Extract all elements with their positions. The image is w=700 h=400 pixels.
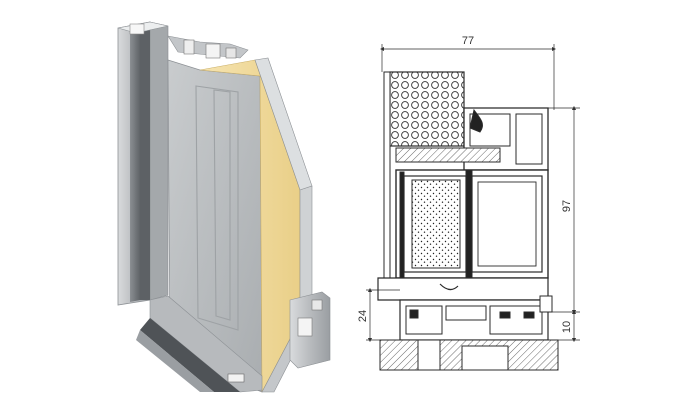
leaf-face-sheet bbox=[383, 71, 391, 283]
label-total-width: 77 bbox=[462, 35, 474, 47]
dimension-total-width bbox=[379, 44, 557, 110]
door-profile-render bbox=[117, 21, 331, 393]
frame-profile bbox=[117, 21, 169, 306]
label-threshold-height: 24 bbox=[357, 310, 369, 322]
dimension-bottom-offset bbox=[548, 309, 580, 343]
dimension-threshold-height bbox=[366, 287, 400, 343]
leaf-bottom-profile bbox=[289, 291, 331, 369]
leaf-insulation bbox=[389, 71, 465, 147]
label-frame-height: 97 bbox=[561, 200, 573, 212]
threshold-section bbox=[377, 277, 559, 371]
door-leaf bbox=[167, 57, 313, 393]
label-bottom-offset: 10 bbox=[561, 321, 573, 333]
leaf-top-profiles bbox=[167, 35, 249, 59]
threshold-profile bbox=[136, 295, 263, 393]
leaf-upper-profile bbox=[395, 107, 549, 171]
frame-profile-section bbox=[395, 169, 549, 279]
profile-cross-section bbox=[366, 44, 580, 371]
